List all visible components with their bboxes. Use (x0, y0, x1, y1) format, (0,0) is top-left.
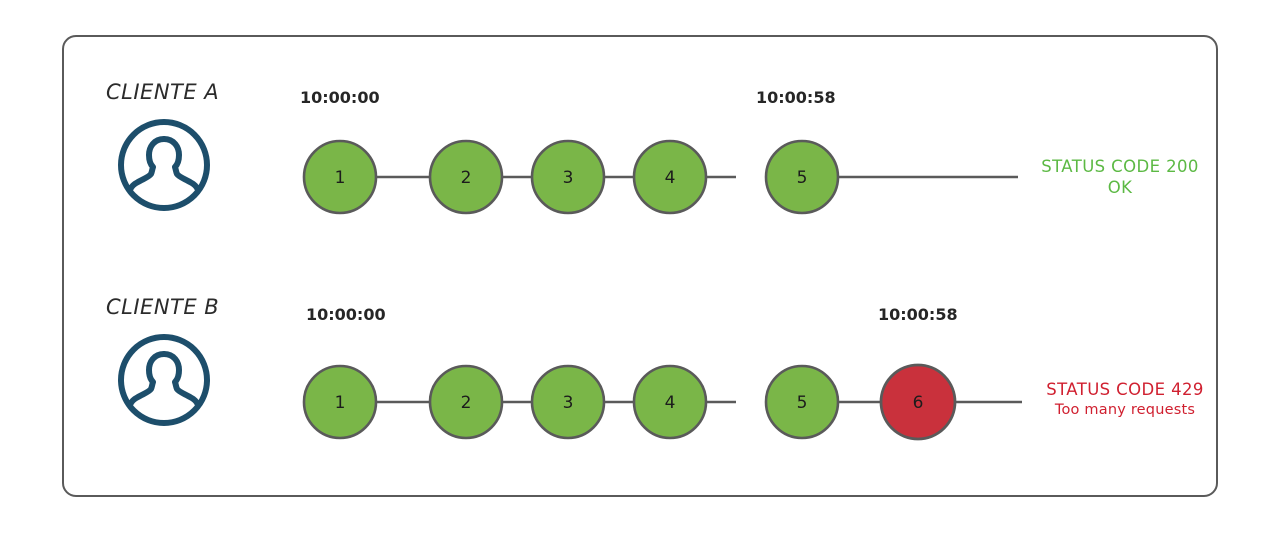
user-avatar-icon (118, 334, 210, 426)
request-node[interactable]: 4 (632, 364, 708, 440)
request-node-label: 5 (797, 393, 808, 413)
client-a-status-badge: STATUS CODE 200 OK (1022, 157, 1218, 198)
request-node-label: 1 (335, 393, 346, 413)
request-node[interactable]: 1 (302, 139, 378, 215)
request-node-label: 4 (665, 168, 676, 188)
client-b-label: CLIENTE B (106, 295, 220, 319)
client-a-end-time: 10:00:58 (756, 88, 836, 107)
request-node-label: 1 (335, 168, 346, 188)
user-avatar-icon (118, 119, 210, 211)
client-b-end-time: 10:00:58 (878, 305, 958, 324)
client-a-label: CLIENTE A (106, 80, 220, 104)
request-node-rejected[interactable]: 6 (879, 363, 957, 441)
request-node-label: 6 (913, 393, 924, 413)
request-node-label: 4 (665, 393, 676, 413)
client-b-request-chain: 1 2 3 4 5 (270, 315, 1060, 445)
client-a-status-code: STATUS CODE 200 (1041, 157, 1199, 176)
client-b-status-message: Too many requests (1054, 401, 1196, 418)
client-b-start-time: 10:00:00 (306, 305, 386, 324)
request-node-label: 3 (563, 393, 574, 413)
request-node[interactable]: 4 (632, 139, 708, 215)
request-node[interactable]: 3 (530, 139, 606, 215)
client-a-avatar (116, 117, 212, 213)
request-node[interactable]: 1 (302, 364, 378, 440)
request-node[interactable]: 5 (764, 364, 840, 440)
client-a-request-chain: 1 2 3 4 5 (270, 100, 1060, 230)
request-node[interactable]: 2 (428, 139, 504, 215)
client-b-status-badge: STATUS CODE 429 Too many requests (1022, 380, 1228, 419)
client-b-avatar (116, 332, 212, 428)
request-node-label: 5 (797, 168, 808, 188)
client-a-status-message: OK (1107, 177, 1133, 197)
request-node[interactable]: 2 (428, 364, 504, 440)
client-b-status-code: STATUS CODE 429 (1046, 380, 1204, 399)
client-a-start-time: 10:00:00 (300, 88, 380, 107)
request-node-label: 3 (563, 168, 574, 188)
request-node[interactable]: 5 (764, 139, 840, 215)
request-node-label: 2 (461, 168, 472, 188)
request-node-label: 2 (461, 393, 472, 413)
request-node[interactable]: 3 (530, 364, 606, 440)
